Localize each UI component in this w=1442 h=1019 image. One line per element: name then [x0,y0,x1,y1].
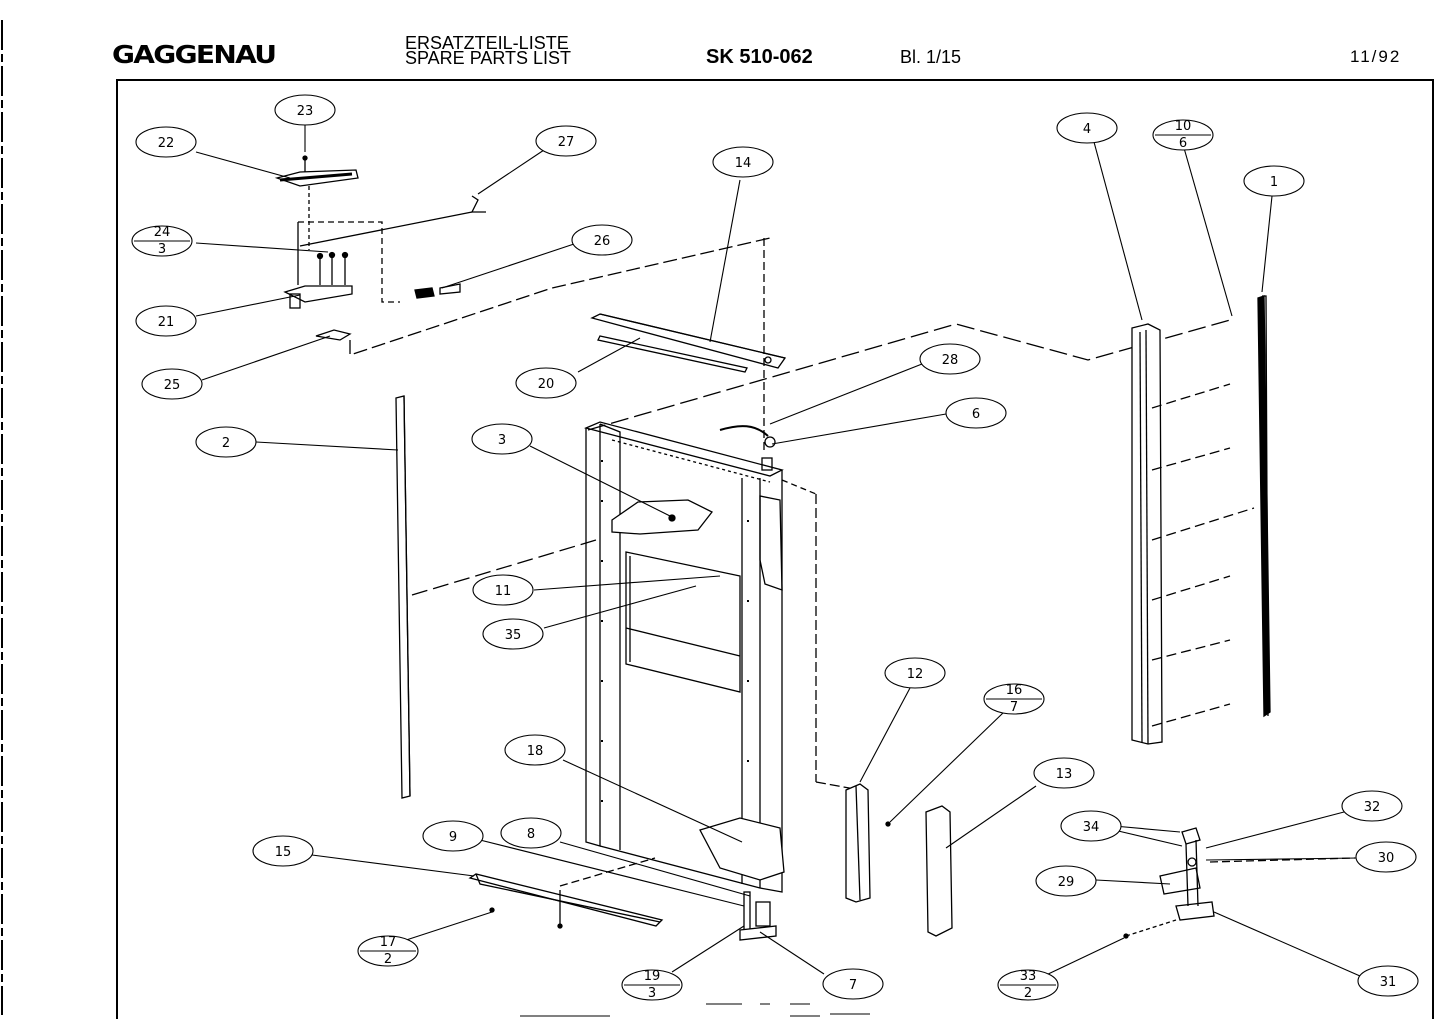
callout-29: 29 [1058,875,1075,890]
callout-26: 26 [594,234,611,249]
side-strip-2 [395,395,597,799]
leader-lines [195,123,1361,977]
title-english: SPARE PARTS LIST [405,48,572,68]
fraction-bars [134,134,1211,986]
callout-2: 2 [222,436,230,451]
part-13-strip [925,805,953,937]
callout-32: 32 [1364,800,1381,815]
callout-1: 1 [1270,175,1278,190]
bottom-hinge-assembly [1123,827,1356,939]
top-hinge-assembly [274,155,771,356]
fraction-17-bottom: 2 [384,952,392,967]
fraction-33-top: 33 [1020,969,1037,984]
fraction-19-top: 19 [644,969,661,984]
callout-18: 18 [527,744,544,759]
model-number: SK 510-062 [706,46,813,68]
callout-35: 35 [505,628,522,643]
callout-21: 21 [158,315,175,330]
side-strip-4 [1131,323,1255,745]
fraction-10-bottom: 6 [1179,136,1187,151]
callout-3: 3 [498,433,506,448]
sheet-number: Bl. 1/15 [900,47,962,67]
top-cover-part [590,238,787,452]
bottom-bar-15 [468,857,664,929]
part-12-strip [845,783,871,903]
callout-31: 31 [1380,975,1397,990]
fraction-24-bottom: 3 [158,242,166,257]
screw-16 [885,821,891,827]
callout-15: 15 [275,845,292,860]
fraction-16-top: 16 [1006,683,1023,698]
callout-4: 4 [1083,122,1091,137]
callout-6: 6 [972,407,980,422]
callout-13: 13 [1056,767,1073,782]
callout-25: 25 [164,378,181,393]
callout-9: 9 [449,830,457,845]
drawing-frame [116,79,1434,1019]
title-german: ERSATZTEIL-LISTE [405,33,569,53]
callout-11: 11 [495,584,512,599]
brand-logo: GAGGENAU [112,40,277,69]
callout-30: 30 [1378,851,1395,866]
callout-14: 14 [735,156,752,171]
document-date: 11/92 [1350,47,1402,66]
callout-7: 7 [849,978,857,993]
gasket-strip-1 [1257,295,1271,718]
callout-22: 22 [158,136,175,151]
fraction-19-bottom: 3 [648,986,656,1001]
callout-23: 23 [297,104,314,119]
callout-12: 12 [907,667,924,682]
fraction-33-bottom: 2 [1024,986,1032,1001]
bottom-dash-marks [520,1003,870,1017]
fraction-17-top: 17 [380,935,397,950]
fraction-24-top: 24 [154,225,171,240]
door-bottom-hinge [739,891,777,941]
fraction-16-bottom: 7 [1010,700,1018,715]
callout-28: 28 [942,353,959,368]
callout-8: 8 [527,827,535,842]
fraction-10-top: 10 [1175,119,1192,134]
callout-20: 20 [538,377,555,392]
callout-34: 34 [1083,820,1100,835]
callout-27: 27 [558,135,575,150]
